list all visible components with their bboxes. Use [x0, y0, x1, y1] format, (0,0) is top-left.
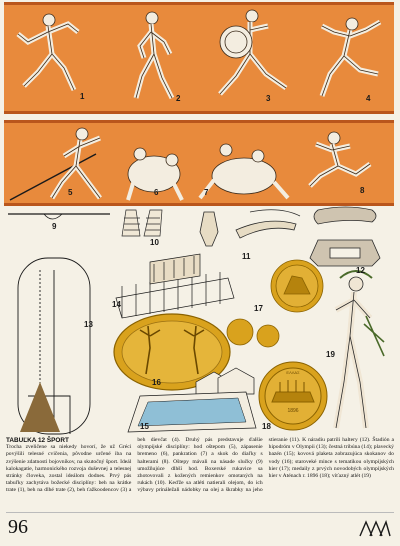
figure-label-18: 18	[262, 422, 271, 431]
figure-label-17: 17	[254, 304, 263, 313]
figure-label-16: 16	[152, 378, 161, 387]
athletes-illustration	[9, 127, 372, 201]
publisher-logo-icon	[359, 520, 391, 537]
figure-label-14: 14	[112, 300, 121, 309]
running-disciplines-band: 1 2 3 4	[4, 2, 394, 114]
figure-label-10: 10	[150, 238, 159, 247]
figure-label-6: 6	[154, 188, 159, 197]
runners-illustration	[16, 9, 382, 100]
figure-label-9: 9	[52, 222, 57, 231]
figure-label-3: 3	[266, 94, 271, 103]
caption-text: TABUĽKA 12 ŠPORT Trocha zveličene sa nie…	[6, 437, 394, 495]
medal-legend: ΕΛΛΑΣ	[286, 370, 300, 375]
figure-label-4: 4	[366, 94, 371, 103]
table-title: TABUĽKA 12 ŠPORT	[6, 437, 69, 444]
page-number: 96	[8, 516, 28, 538]
figure-label-2: 2	[176, 94, 181, 103]
figure-label-11: 11	[242, 252, 251, 261]
footer-rule	[6, 512, 394, 513]
medal-year: 1896	[287, 408, 298, 414]
figure-label-15: 15	[140, 422, 149, 431]
figure-label-5: 5	[68, 188, 73, 197]
caption-body: Trocha zveličene sa niekedy hovorí, že u…	[6, 437, 394, 494]
figure-label-13: 13	[84, 320, 93, 329]
figure-label-7: 7	[204, 188, 209, 197]
artifacts-illustration: 1896 ΕΛΛΑΣ	[8, 206, 385, 435]
figure-label-12: 12	[356, 266, 365, 275]
figure-label-19: 19	[326, 350, 335, 359]
other-disciplines-band: 5 6 7 8	[4, 120, 394, 206]
figure-label-8: 8	[360, 186, 365, 195]
figure-label-1: 1	[80, 92, 85, 101]
